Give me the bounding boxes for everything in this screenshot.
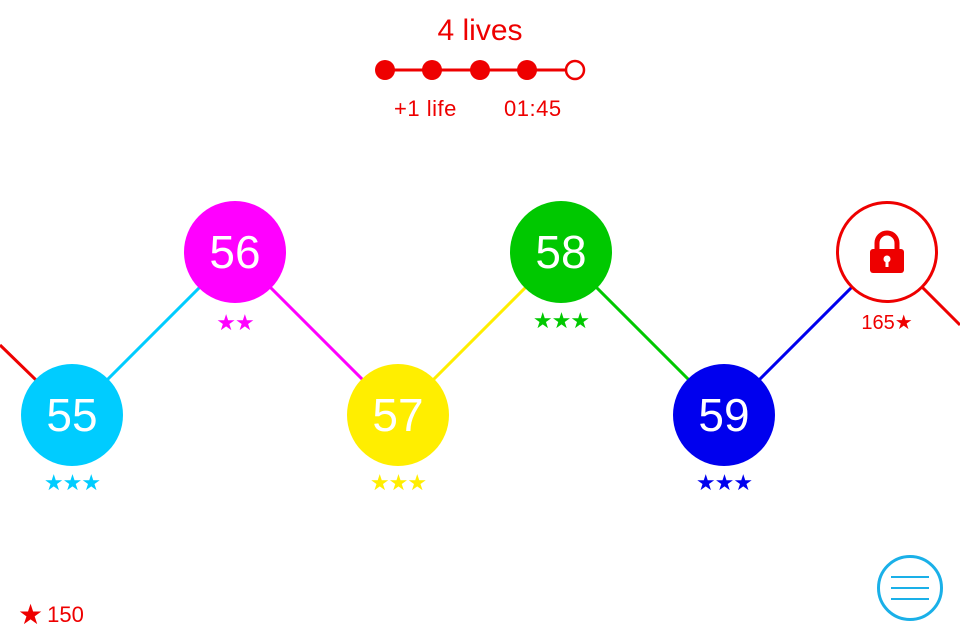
menu-button[interactable] — [877, 555, 943, 621]
level-node-58[interactable]: 58 — [510, 201, 612, 303]
star-icon: ★ — [18, 599, 44, 630]
hamburger-menu-icon — [891, 598, 929, 600]
level-node-56[interactable]: 56 — [184, 201, 286, 303]
life-dot — [564, 59, 586, 81]
level-stars-59: ★★★ — [695, 470, 753, 495]
level-number: 55 — [46, 389, 98, 441]
life-dot — [470, 60, 490, 80]
life-regen-label: +1 life — [394, 96, 457, 121]
level-node-57[interactable]: 57 — [347, 364, 449, 466]
level-stars-55: ★★★ — [43, 470, 101, 495]
life-timer: 01:45 — [504, 96, 562, 121]
level-stars-56: ★★ — [216, 310, 254, 335]
level-number: 58 — [535, 226, 587, 278]
star-total-value: 150 — [47, 601, 84, 627]
star-total: ★ 150 — [18, 598, 84, 631]
hamburger-menu-icon — [891, 587, 929, 589]
level-stars-57: ★★★ — [369, 470, 427, 495]
level-number: 56 — [209, 226, 261, 278]
level-node-59[interactable]: 59 — [673, 364, 775, 466]
lives-title: 4 lives — [437, 14, 523, 47]
life-dot — [517, 60, 537, 80]
level-number: 59 — [698, 389, 750, 441]
lives-indicator — [375, 59, 586, 81]
life-dot — [422, 60, 442, 80]
locked-level-node[interactable] — [836, 201, 938, 303]
lock-icon — [870, 230, 904, 273]
unlock-cost: 165★ — [861, 312, 913, 334]
hamburger-menu-icon — [891, 576, 929, 578]
level-node-55[interactable]: 55 — [21, 364, 123, 466]
level-stars-58: ★★★ — [532, 308, 590, 333]
life-dot — [375, 60, 395, 80]
level-number: 57 — [372, 389, 424, 441]
